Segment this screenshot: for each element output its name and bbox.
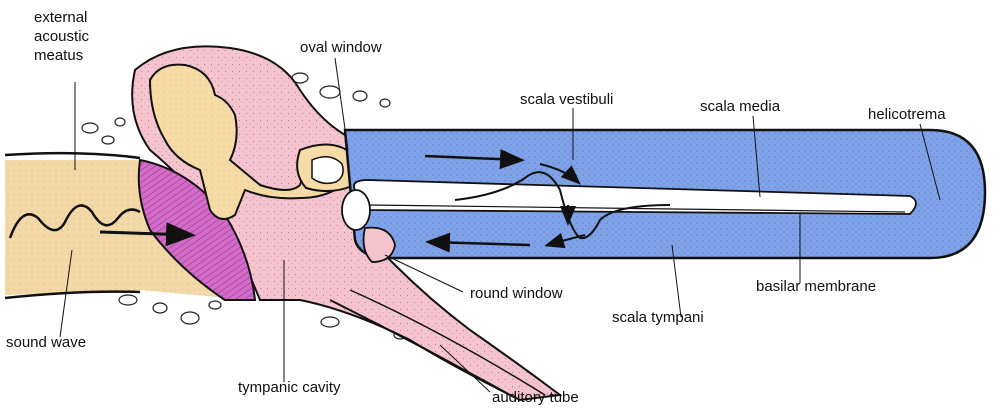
label-eam-line1: external (34, 9, 87, 26)
label-sound-wave: sound wave (6, 334, 86, 351)
label-tympanic-cavity: tympanic cavity (238, 379, 341, 396)
label-eam-line2: acoustic (34, 28, 90, 45)
label-round-window: round window (470, 285, 563, 302)
canal-upper-wall (5, 153, 140, 158)
oval-window-membrane (342, 190, 370, 230)
label-helicotrema: helicotrema (868, 106, 946, 123)
label-eam-line3: meatus (34, 47, 83, 64)
label-scala-tympani: scala tympani (612, 309, 704, 326)
label-oval-window: oval window (300, 39, 382, 56)
label-external-acoustic-meatus: external acoustic meatus (34, 9, 93, 64)
label-basilar-membrane: basilar membrane (756, 278, 876, 295)
label-auditory-tube: auditory tube (492, 389, 579, 406)
label-scala-vestibuli: scala vestibuli (520, 91, 613, 108)
label-scala-media: scala media (700, 98, 781, 115)
